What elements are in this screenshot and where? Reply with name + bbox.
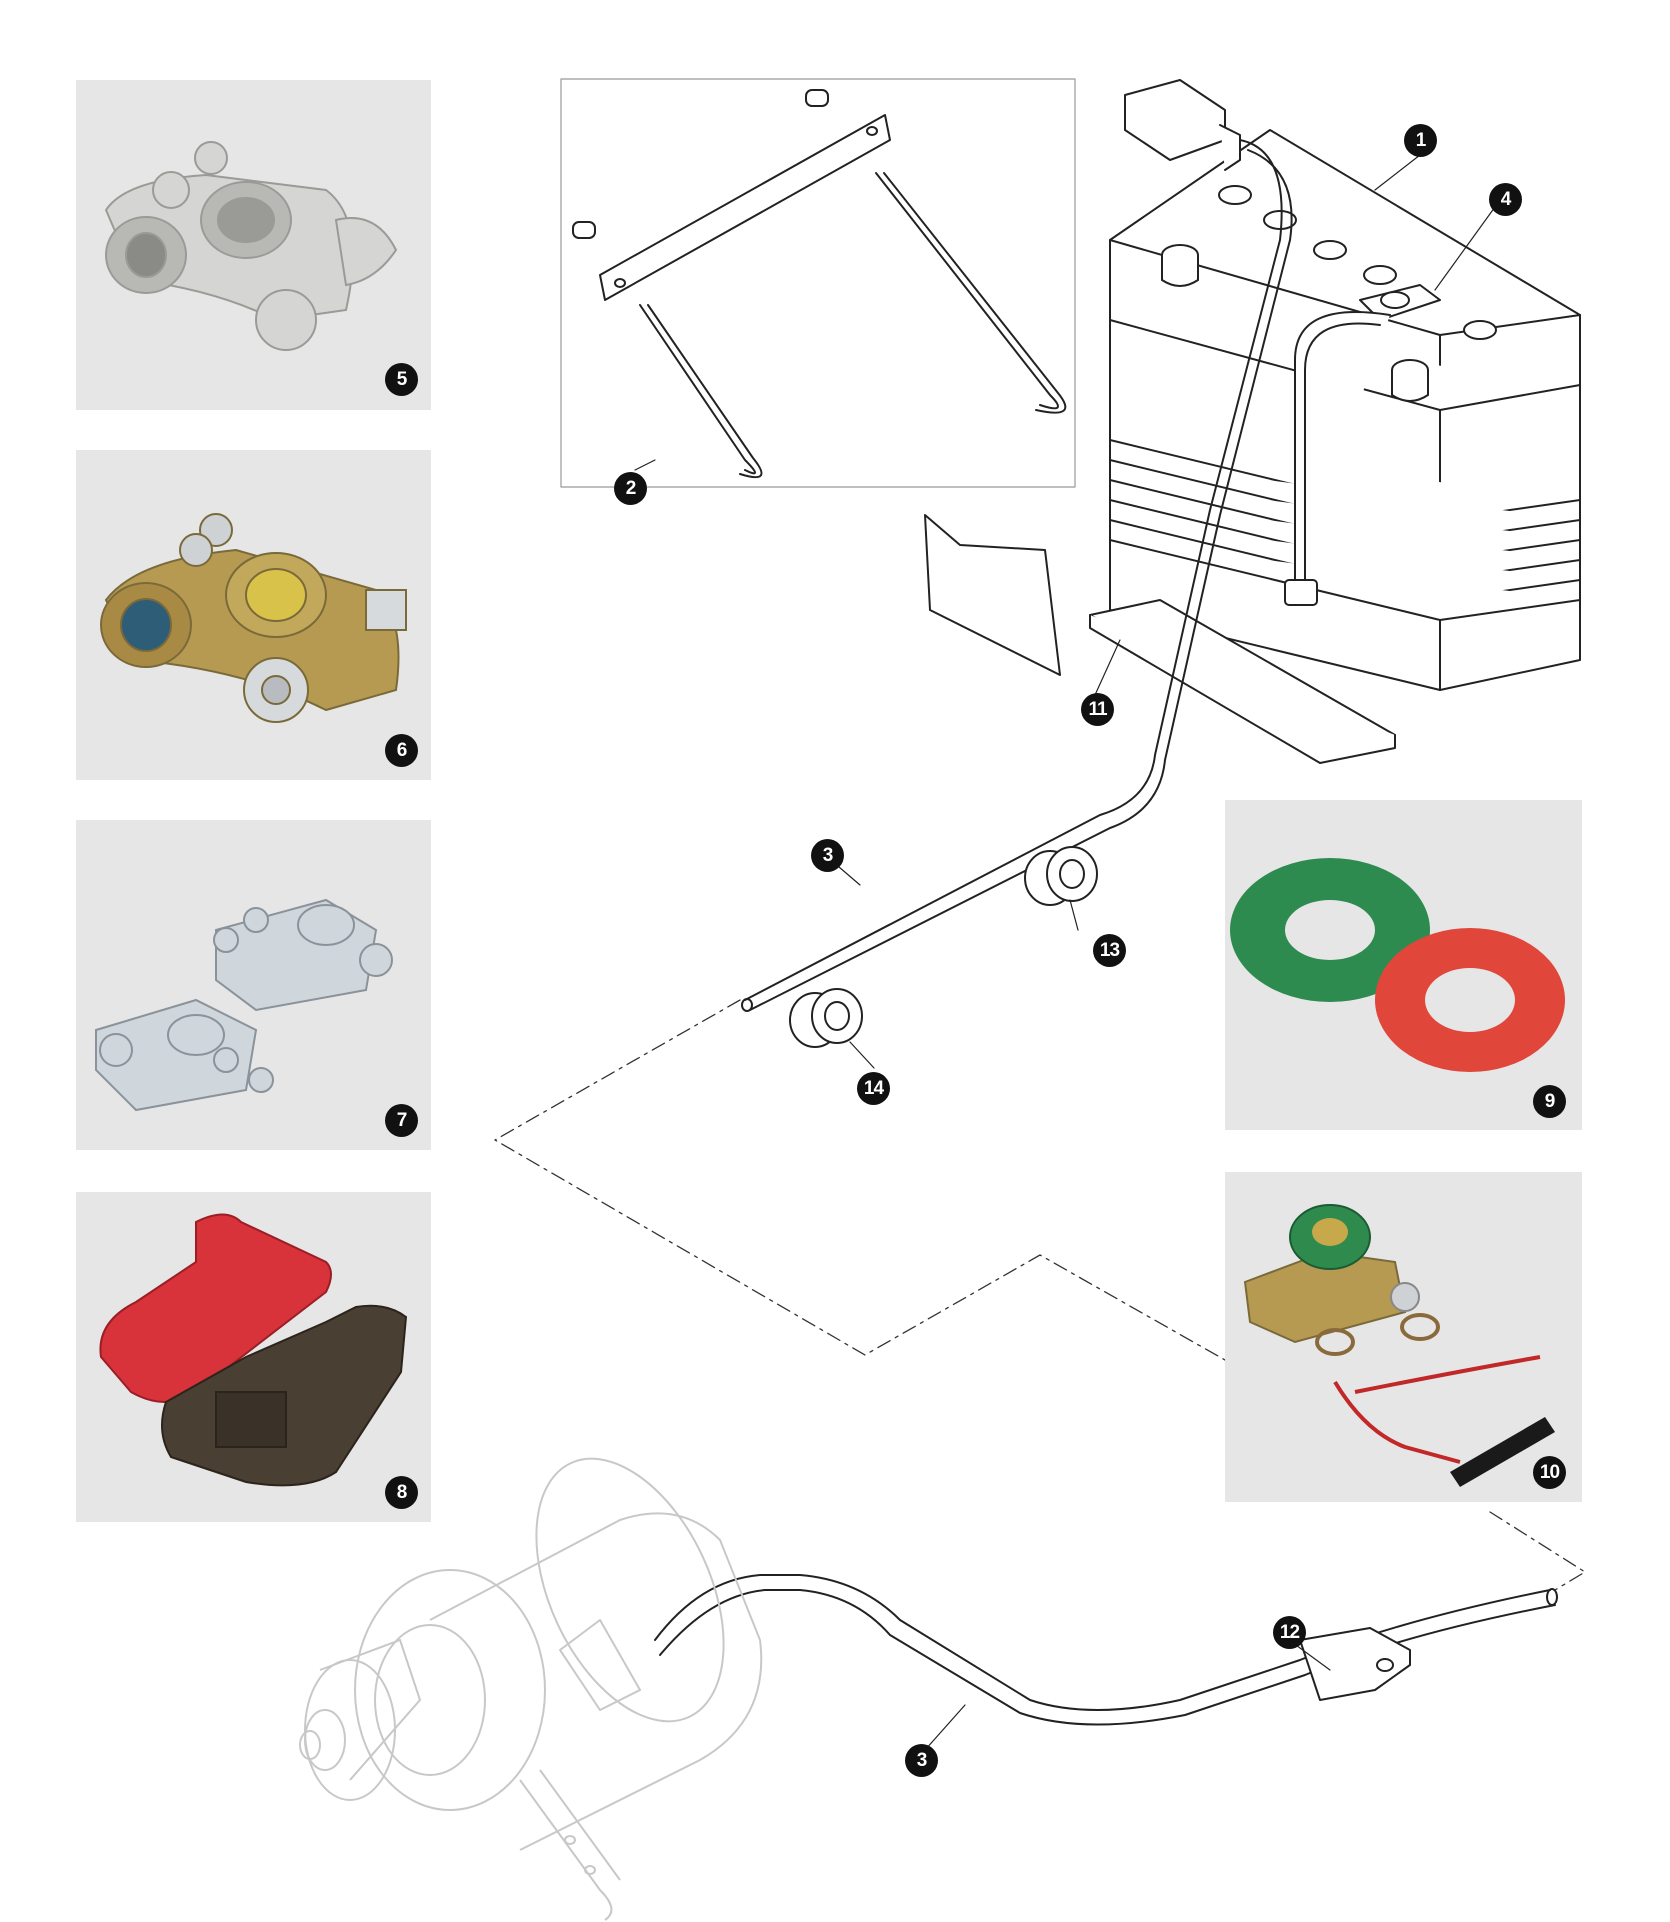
callout-10: 10	[1533, 1456, 1566, 1489]
photo-isolator-switch	[1225, 1172, 1582, 1502]
clamp-frame-box	[560, 78, 1076, 488]
callout-5: 5	[385, 363, 418, 396]
callout-7: 7	[385, 1104, 418, 1137]
callout-9: 9	[1533, 1085, 1566, 1118]
grommet-14	[789, 988, 863, 1048]
callout-14: 14	[857, 1072, 890, 1105]
cable-clip	[1299, 1627, 1411, 1701]
photo-terminal-covers	[76, 1192, 431, 1522]
battery-cable-lower	[654, 1574, 1558, 1726]
battery-pad	[1089, 599, 1396, 764]
callout-6: 6	[385, 734, 418, 767]
battery	[1109, 129, 1581, 691]
photo-terminal-cast	[76, 80, 431, 410]
photo-washers	[1225, 800, 1582, 1130]
battery-cable-upper	[741, 139, 1293, 1012]
cable-plug	[1124, 79, 1241, 171]
battery-clamp-bar	[572, 89, 891, 301]
photo-terminals-zinc	[76, 820, 431, 1150]
side-pad	[924, 514, 1061, 676]
callout-13: 13	[1093, 934, 1126, 967]
callout-4: 4	[1489, 183, 1522, 216]
callout-11: 11	[1081, 693, 1114, 726]
starter-motor	[299, 1457, 763, 1921]
battery-clamp-rods	[639, 172, 1067, 479]
dashed-connectors	[494, 999, 1586, 1591]
callout-3-lower: 3	[905, 1744, 938, 1777]
callout-2: 2	[614, 472, 647, 505]
grommet-13	[1024, 846, 1098, 906]
callout-1: 1	[1404, 124, 1437, 157]
callout-12: 12	[1273, 1616, 1306, 1649]
photo-terminal-brass	[76, 450, 431, 780]
callout-8: 8	[385, 1476, 418, 1509]
callout-3-upper: 3	[811, 839, 844, 872]
